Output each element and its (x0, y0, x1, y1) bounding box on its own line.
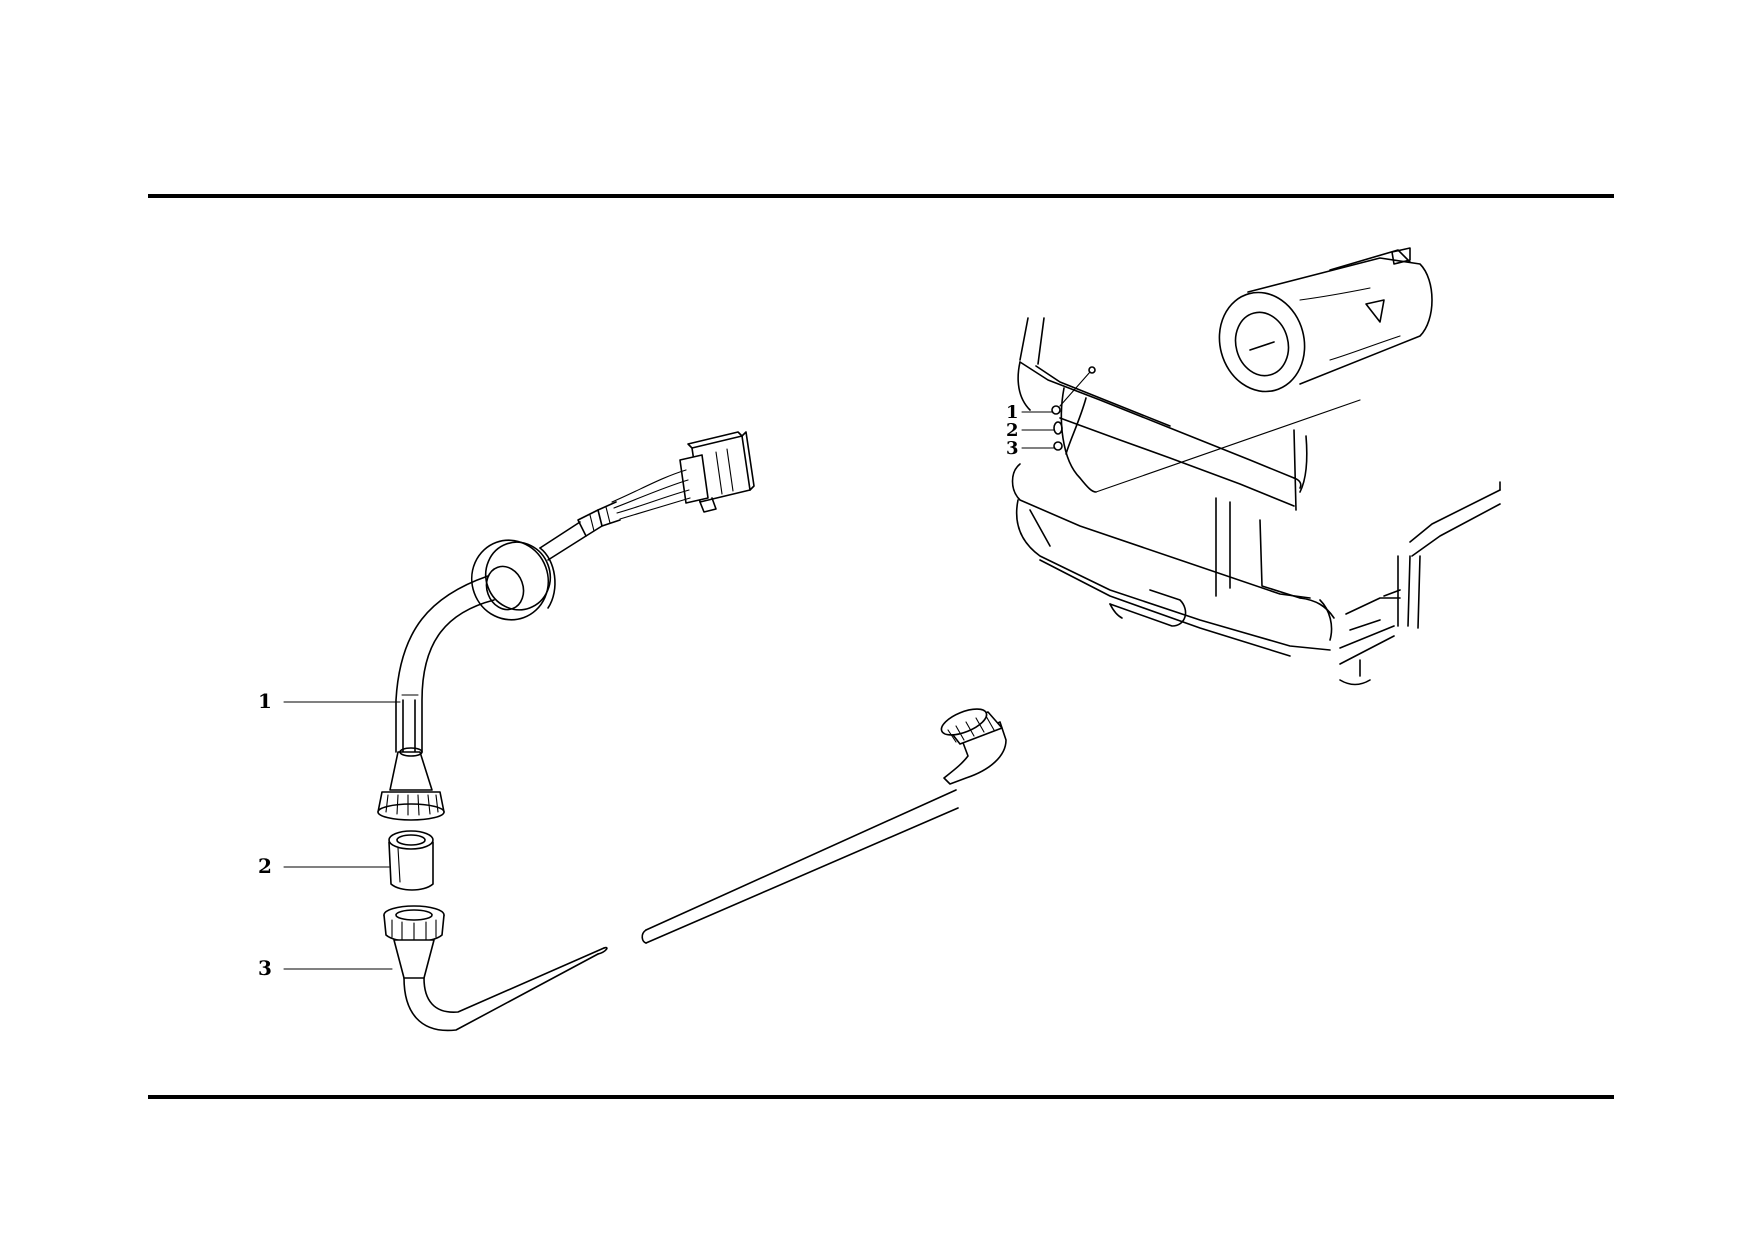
main-callout-1: 1 (258, 689, 401, 713)
sensor-detail-zoom (1218, 247, 1433, 393)
callout-label: 1 (258, 689, 272, 713)
inset-callout-3: 3 (1006, 438, 1055, 459)
inset-callout-2: 2 (1006, 420, 1055, 441)
main-callout-2: 2 (258, 854, 390, 878)
inset-sensor-locations (1051, 366, 1096, 451)
callout-label: 3 (258, 956, 272, 980)
cable-bend (395, 575, 489, 753)
bushing (388, 830, 434, 891)
sensor-cable-assembly (377, 431, 1007, 1032)
long-cable (645, 789, 957, 931)
connector-plug (679, 431, 755, 513)
vehicle-inset (1011, 247, 1501, 686)
callout-label: 2 (258, 854, 272, 878)
rubber-grommet (470, 539, 556, 621)
upper-cable (539, 521, 581, 549)
lower-cable (403, 953, 599, 1032)
ring-nut (383, 905, 445, 979)
callout-label: 2 (1006, 420, 1019, 441)
callout-label: 3 (1006, 438, 1019, 459)
angled-sensor-head (940, 708, 1007, 785)
wire-bundle (577, 469, 691, 537)
zoom-leader-line (1095, 399, 1361, 493)
inset-callout-1: 1 (1006, 402, 1053, 423)
callout-label: 1 (1006, 402, 1019, 423)
sensor-body (377, 747, 445, 821)
main-callout-3: 3 (258, 956, 393, 980)
